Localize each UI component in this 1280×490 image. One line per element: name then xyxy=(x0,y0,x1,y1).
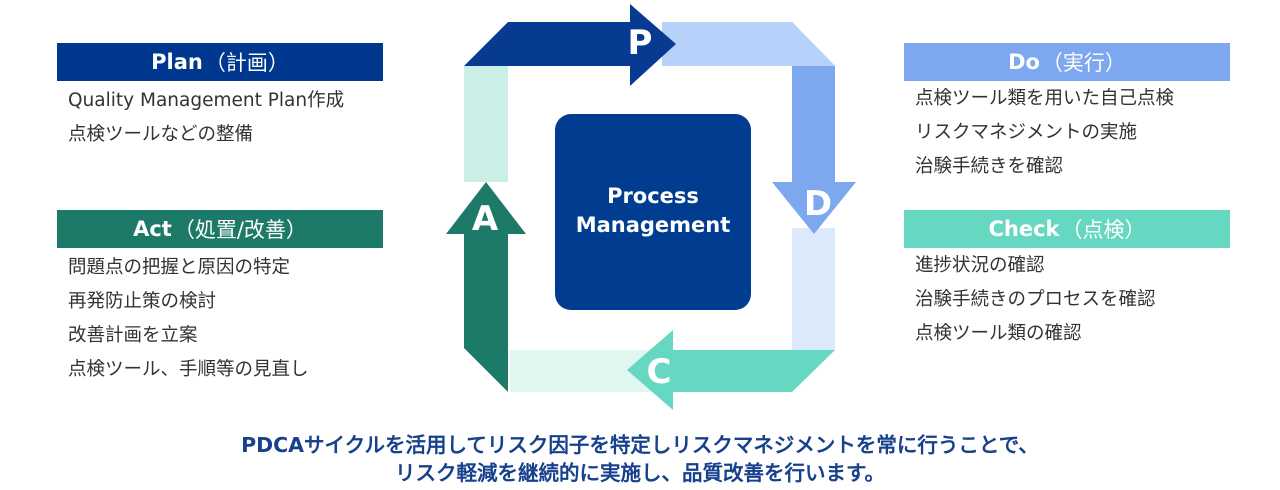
footer-line-1: PDCAサイクルを活用してリスク因子を特定しリスクマネジメントを常に行うことで、 xyxy=(241,433,1039,457)
a-arrow xyxy=(446,182,526,392)
check-header: Check （点検） xyxy=(904,210,1230,248)
act-item: 改善計画を立案 xyxy=(68,325,198,346)
process-management-box xyxy=(555,114,751,310)
a-band-light xyxy=(464,66,508,182)
do-item-list: 点検ツール類を用いた自己点検 リスクマネジメントの実施 治験手続きを確認 xyxy=(915,82,1174,184)
plan-item-list: Quality Management Plan作成 点検ツールなどの整備 xyxy=(68,84,344,152)
p-band-light xyxy=(662,22,835,66)
do-subtitle: （実行） xyxy=(1041,51,1126,75)
check-item: 進捗状況の確認 xyxy=(915,255,1045,276)
act-item: 再発防止策の検討 xyxy=(68,291,217,312)
check-title: Check xyxy=(988,217,1060,241)
d-arrow xyxy=(772,22,856,234)
c-arrow xyxy=(627,330,835,410)
check-subtitle: （点検） xyxy=(1061,218,1146,242)
do-header: Do （実行） xyxy=(904,43,1230,81)
center-label-line2: Management xyxy=(576,213,731,237)
letter-d: D xyxy=(804,184,832,224)
plan-title: Plan xyxy=(151,50,203,74)
act-item-list: 問題点の把握と原因の特定 再発防止策の検討 改善計画を立案 点検ツール、手順等の… xyxy=(68,251,309,387)
d-band-light xyxy=(792,228,835,390)
check-item: 点検ツール類の確認 xyxy=(915,323,1082,344)
plan-item: 点検ツールなどの整備 xyxy=(68,124,254,145)
pdca-cycle-diagram: Process Management P D C A xyxy=(446,4,856,410)
letter-p: P xyxy=(628,23,653,63)
act-title: Act xyxy=(133,217,172,241)
do-item: リスクマネジメントの実施 xyxy=(915,122,1138,143)
footer-line-2: リスク軽減を継続的に実施し、品質改善を行います。 xyxy=(395,461,885,485)
act-header: Act （処置/改善） xyxy=(57,210,383,248)
plan-subtitle: （計画） xyxy=(204,51,289,75)
check-item-list: 進捗状況の確認 治験手続きのプロセスを確認 点検ツール類の確認 xyxy=(915,249,1156,351)
act-item: 点検ツール、手順等の見直し xyxy=(68,359,309,380)
do-item: 治験手続きを確認 xyxy=(915,156,1064,177)
act-subtitle: （処置/改善） xyxy=(173,218,307,242)
act-item: 問題点の把握と原因の特定 xyxy=(68,257,291,278)
letter-a: A xyxy=(472,199,499,239)
center-label-line1: Process xyxy=(607,184,699,208)
plan-item: Quality Management Plan作成 xyxy=(68,90,345,111)
letter-c: C xyxy=(647,352,672,392)
c-band-light xyxy=(510,350,680,392)
plan-header: Plan （計画） xyxy=(57,43,383,81)
do-item: 点検ツール類を用いた自己点検 xyxy=(915,88,1175,109)
p-arrow xyxy=(464,4,676,86)
do-title: Do xyxy=(1008,50,1040,74)
check-item: 治験手続きのプロセスを確認 xyxy=(915,289,1156,310)
